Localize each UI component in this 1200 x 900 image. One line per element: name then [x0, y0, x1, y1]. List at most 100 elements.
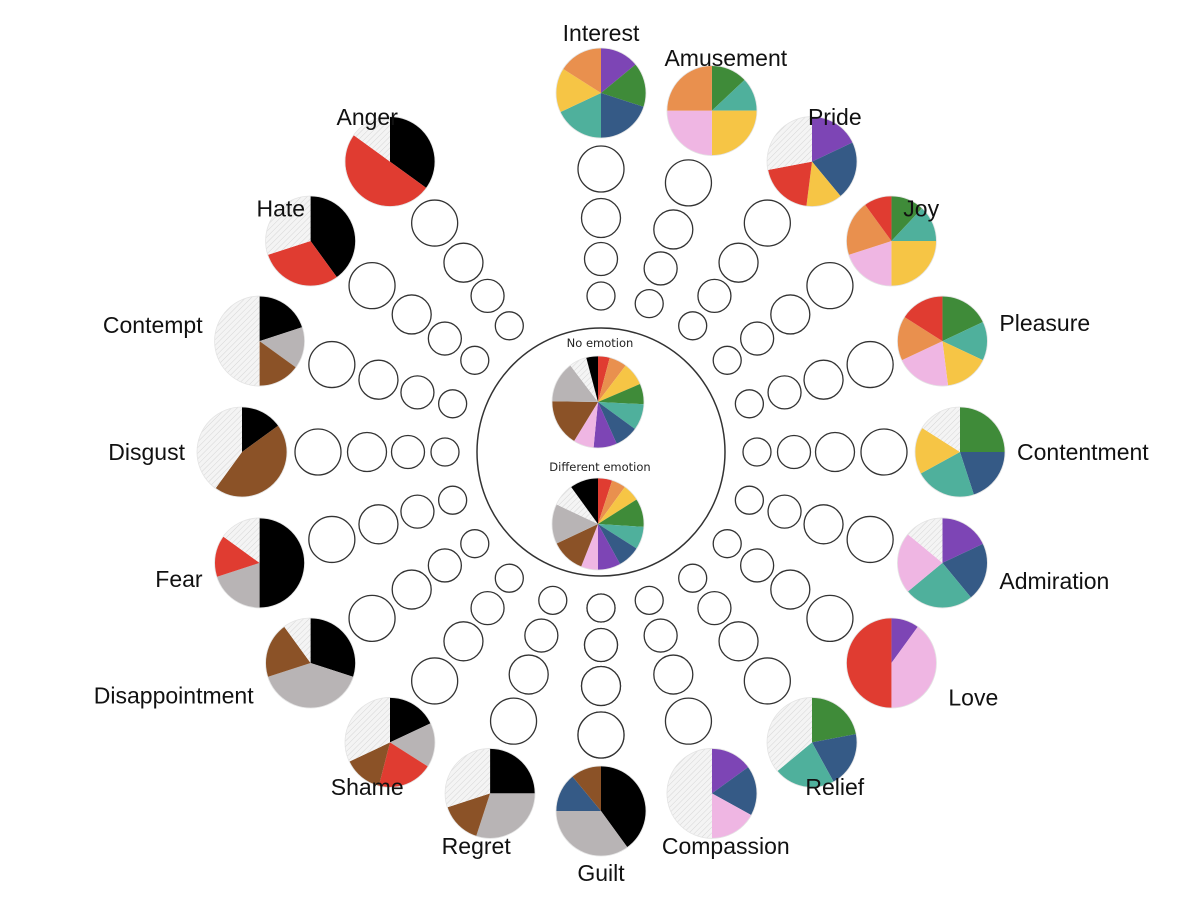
ring-admiration-2: [767, 494, 802, 529]
intensity-rings: [294, 145, 908, 759]
ring-contentment-1: [742, 437, 772, 467]
pie-contempt-outline: [214, 295, 305, 387]
pie-admiration: [897, 517, 988, 609]
label-shame: Shame: [331, 774, 404, 800]
pie-disgust-slice-black: [242, 407, 279, 452]
pie-joy-slice-pink: [848, 240, 892, 286]
ring-disappointment-4: [348, 594, 396, 642]
label-pleasure: Pleasure: [999, 310, 1090, 336]
pie-interest-slice-navy: [601, 93, 644, 138]
pie-love-slice-red: [846, 618, 892, 709]
center-pie-different-emotion-slice-red: [598, 478, 613, 524]
label-fear: Fear: [155, 566, 203, 592]
pie-hate-slice-black: [310, 195, 356, 278]
ring-compassion-2: [643, 618, 678, 653]
ring-pride-3: [718, 242, 759, 283]
center-pie-different-emotion-slice-teal: [598, 524, 644, 549]
label-love: Love: [948, 684, 998, 710]
center-pies: No emotion Different emotion: [549, 336, 651, 571]
pie-shame-outline: [344, 697, 436, 788]
ring-pride-4: [743, 199, 791, 247]
ring-interest-1: [586, 281, 616, 311]
pie-anger-slice-black: [389, 116, 435, 189]
pie-guilt-outline: [555, 765, 647, 857]
label-admiration: Admiration: [999, 568, 1109, 594]
pie-relief-slice-green: [812, 697, 857, 743]
pie-pleasure-slice-teal: [942, 321, 988, 361]
pie-compassion-outline: [666, 748, 758, 839]
pie-interest-slice-teal: [560, 93, 601, 138]
ring-anger-3: [443, 242, 484, 283]
label-contentment: Contentment: [1017, 439, 1149, 465]
pie-regret-slice-gray: [476, 793, 536, 839]
center-circle: [476, 327, 726, 577]
ring-amusement-3: [653, 209, 694, 250]
label-anger: Anger: [337, 104, 399, 130]
pie-joy-outline: [846, 195, 937, 287]
ring-compassion-3: [653, 654, 694, 695]
ring-shame-1: [494, 563, 524, 593]
pie-contempt-slice-gray: [259, 327, 305, 368]
pie-compassion-slice-hatched: [666, 748, 712, 839]
pie-pride-slice-red: [767, 161, 813, 207]
center-pie-different-emotion: [551, 477, 645, 571]
ring-interest-2: [583, 241, 619, 277]
center-label-no-emotion: No emotion: [567, 336, 634, 350]
pie-contempt: [214, 295, 305, 387]
ring-disgust-4: [294, 428, 342, 476]
pie-joy-slice-red: [864, 195, 892, 241]
pie-contentment-slice-teal: [920, 452, 974, 498]
center-pie-no-emotion-slice-orange: [598, 357, 626, 402]
pie-regret-slice-black: [490, 748, 536, 794]
pie-regret-outline: [444, 748, 536, 839]
center-pie-no-emotion-slice-brown: [552, 401, 598, 442]
pie-compassion-slice-purple: [711, 748, 749, 794]
pie-amusement-slice-teal: [711, 79, 757, 111]
label-disappointment: Disappointment: [94, 682, 254, 708]
pie-joy-slice-green: [891, 195, 923, 241]
ring-regret-2: [524, 618, 559, 653]
pie-joy: [846, 195, 937, 287]
ring-fear-1: [437, 485, 468, 515]
ring-hate-2: [427, 321, 463, 356]
center-pie-no-emotion-slice-yellow: [598, 365, 641, 402]
pie-contentment-slice-green: [960, 407, 1005, 452]
pie-admiration-slice-purple: [942, 517, 984, 563]
pie-amusement-slice-pink: [666, 110, 712, 156]
ring-pride-2: [697, 278, 732, 314]
ring-joy-3: [770, 294, 811, 335]
ring-contempt-2: [400, 375, 435, 410]
pie-amusement-slice-yellow: [711, 110, 757, 156]
label-guilt: Guilt: [577, 860, 625, 886]
pie-pleasure: [897, 295, 988, 387]
label-regret: Regret: [442, 833, 512, 859]
center-pie-no-emotion-slice-purple: [593, 402, 617, 448]
center-pie-different-emotion-slice-yellow: [598, 486, 637, 524]
ring-bottom-2: [583, 627, 619, 663]
pie-guilt-slice-gray: [556, 811, 628, 857]
label-pride: Pride: [808, 104, 862, 130]
ring-compassion-1: [634, 585, 664, 616]
label-contempt: Contempt: [103, 312, 203, 338]
pie-hate-slice-hatched: [265, 195, 311, 255]
pie-hate: [265, 195, 356, 287]
label-compassion: Compassion: [662, 833, 790, 859]
pie-anger-slice-hatched: [353, 116, 390, 162]
pie-interest-outline: [555, 47, 647, 139]
pie-hate-outline: [265, 195, 356, 287]
label-joy: Joy: [903, 196, 939, 222]
ring-amusement-4: [664, 159, 713, 207]
center-pie-no-emotion-slice-gray: [552, 365, 598, 402]
pie-joy-slice-teal: [891, 208, 937, 241]
pie-pride-slice-yellow: [806, 161, 841, 207]
pie-shame-slice-black: [389, 697, 431, 743]
center-pie-no-emotion-outline: [551, 355, 645, 449]
center-pie-no-emotion-slice-black: [586, 356, 598, 402]
pie-pride-slice-hatched: [767, 116, 813, 170]
pie-joy-slice-orange: [846, 204, 892, 255]
ring-regret-3: [508, 654, 549, 695]
ring-hate-3: [391, 294, 432, 335]
ring-relief-1: [678, 563, 708, 593]
center-pie-different-emotion-slice-pink: [581, 524, 598, 570]
pie-disgust-outline: [196, 406, 288, 498]
